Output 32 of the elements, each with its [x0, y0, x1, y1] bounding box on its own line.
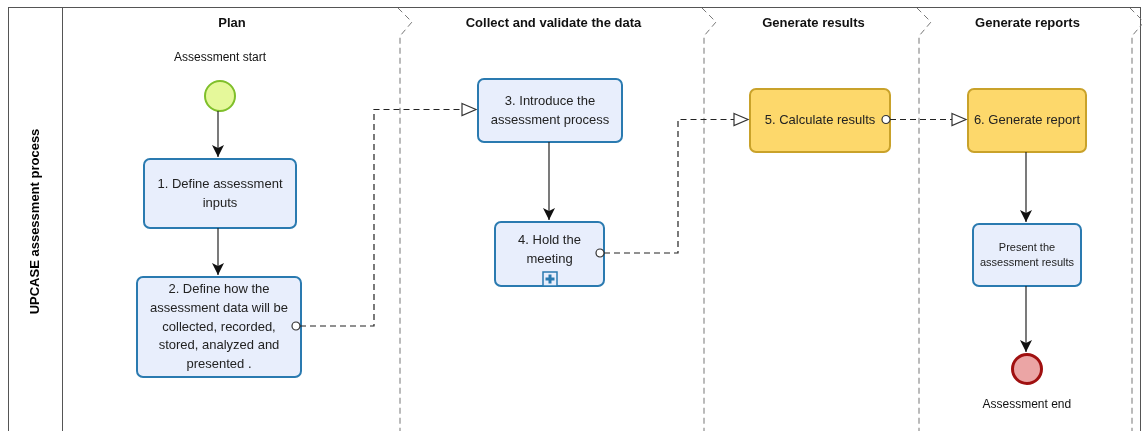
message-flow-arrow — [291, 102, 477, 331]
task-label: 1. Define assessment inputs — [156, 174, 284, 212]
task-label: 5. Calculate results — [764, 111, 876, 130]
sequence-flow-arrow — [1020, 151, 1032, 223]
start-event-circle — [204, 80, 236, 112]
task-box — [749, 88, 891, 153]
pool-title: UPCASE assessment process — [27, 128, 43, 314]
task-box — [136, 276, 302, 378]
message-flow-arrow — [881, 112, 967, 127]
task-box — [477, 78, 623, 143]
phase-title: Generate reports — [974, 15, 1081, 30]
task-label: 2. Define how the assessment data will be collected, recorded, stored, analyzed and presented . — [149, 279, 289, 374]
task-label: 6. Generate report — [973, 111, 1081, 130]
pool-frame — [8, 7, 1141, 431]
end-event-circle — [1011, 353, 1043, 385]
subprocess-box — [494, 221, 605, 287]
task-label: Present the assessment results — [978, 240, 1076, 270]
phase-title: Collect and validate the data — [464, 15, 643, 30]
task-box — [972, 223, 1082, 287]
task-label: 3. Introduce the assessment process — [489, 91, 611, 129]
sequence-flow-arrow — [543, 141, 555, 221]
sequence-flow-arrow — [212, 110, 224, 158]
event-label: Assessment start — [174, 50, 267, 64]
phase-title: Plan — [217, 15, 247, 30]
sequence-flow-arrow — [1020, 285, 1032, 353]
event-label: Assessment end — [982, 397, 1072, 411]
task-box — [143, 158, 297, 229]
task-box — [967, 88, 1087, 153]
sequence-flow-arrow — [212, 227, 224, 276]
task-label: 4. Hold the meeting — [517, 231, 582, 268]
phase-title: Generate results — [761, 15, 866, 30]
message-flow-arrow — [595, 112, 749, 258]
